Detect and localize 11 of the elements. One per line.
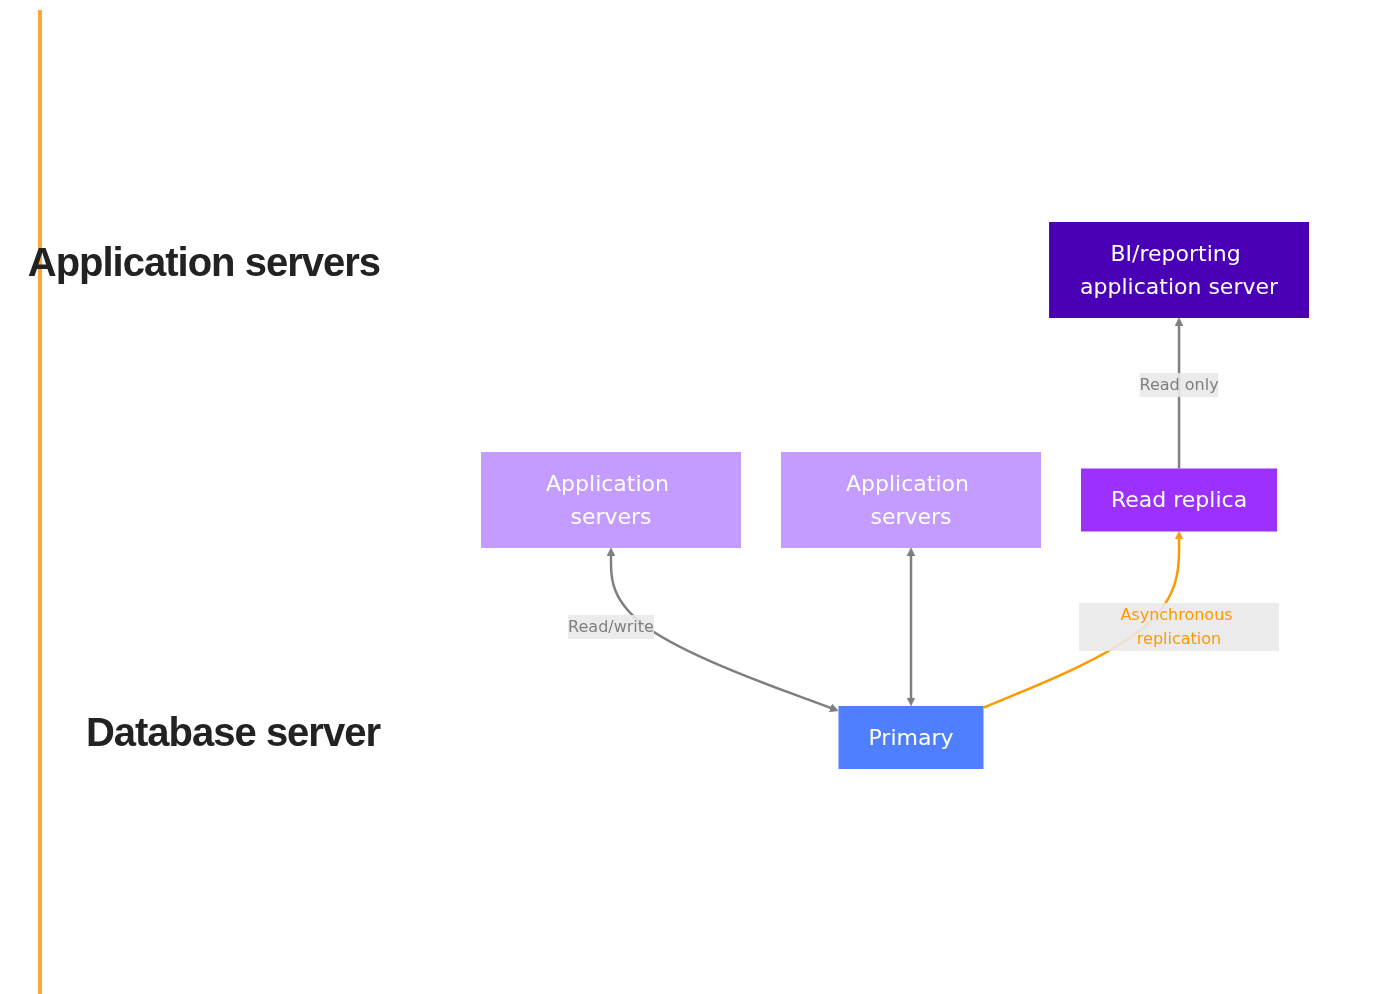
edge-label: Read only — [1139, 374, 1219, 394]
edge-label: Asynchronous replication — [1120, 604, 1233, 648]
arrow — [906, 547, 916, 706]
node-box: BI/reporting application server — [1049, 221, 1309, 318]
edge-label: Read/write — [568, 616, 654, 636]
node-box: Primary — [838, 705, 984, 769]
arrow — [606, 547, 839, 712]
node-box: Read replica — [1080, 468, 1278, 531]
row-label: Database server — [84, 710, 380, 755]
node-box: Application servers — [780, 451, 1041, 548]
node-box: Application servers — [481, 451, 741, 548]
